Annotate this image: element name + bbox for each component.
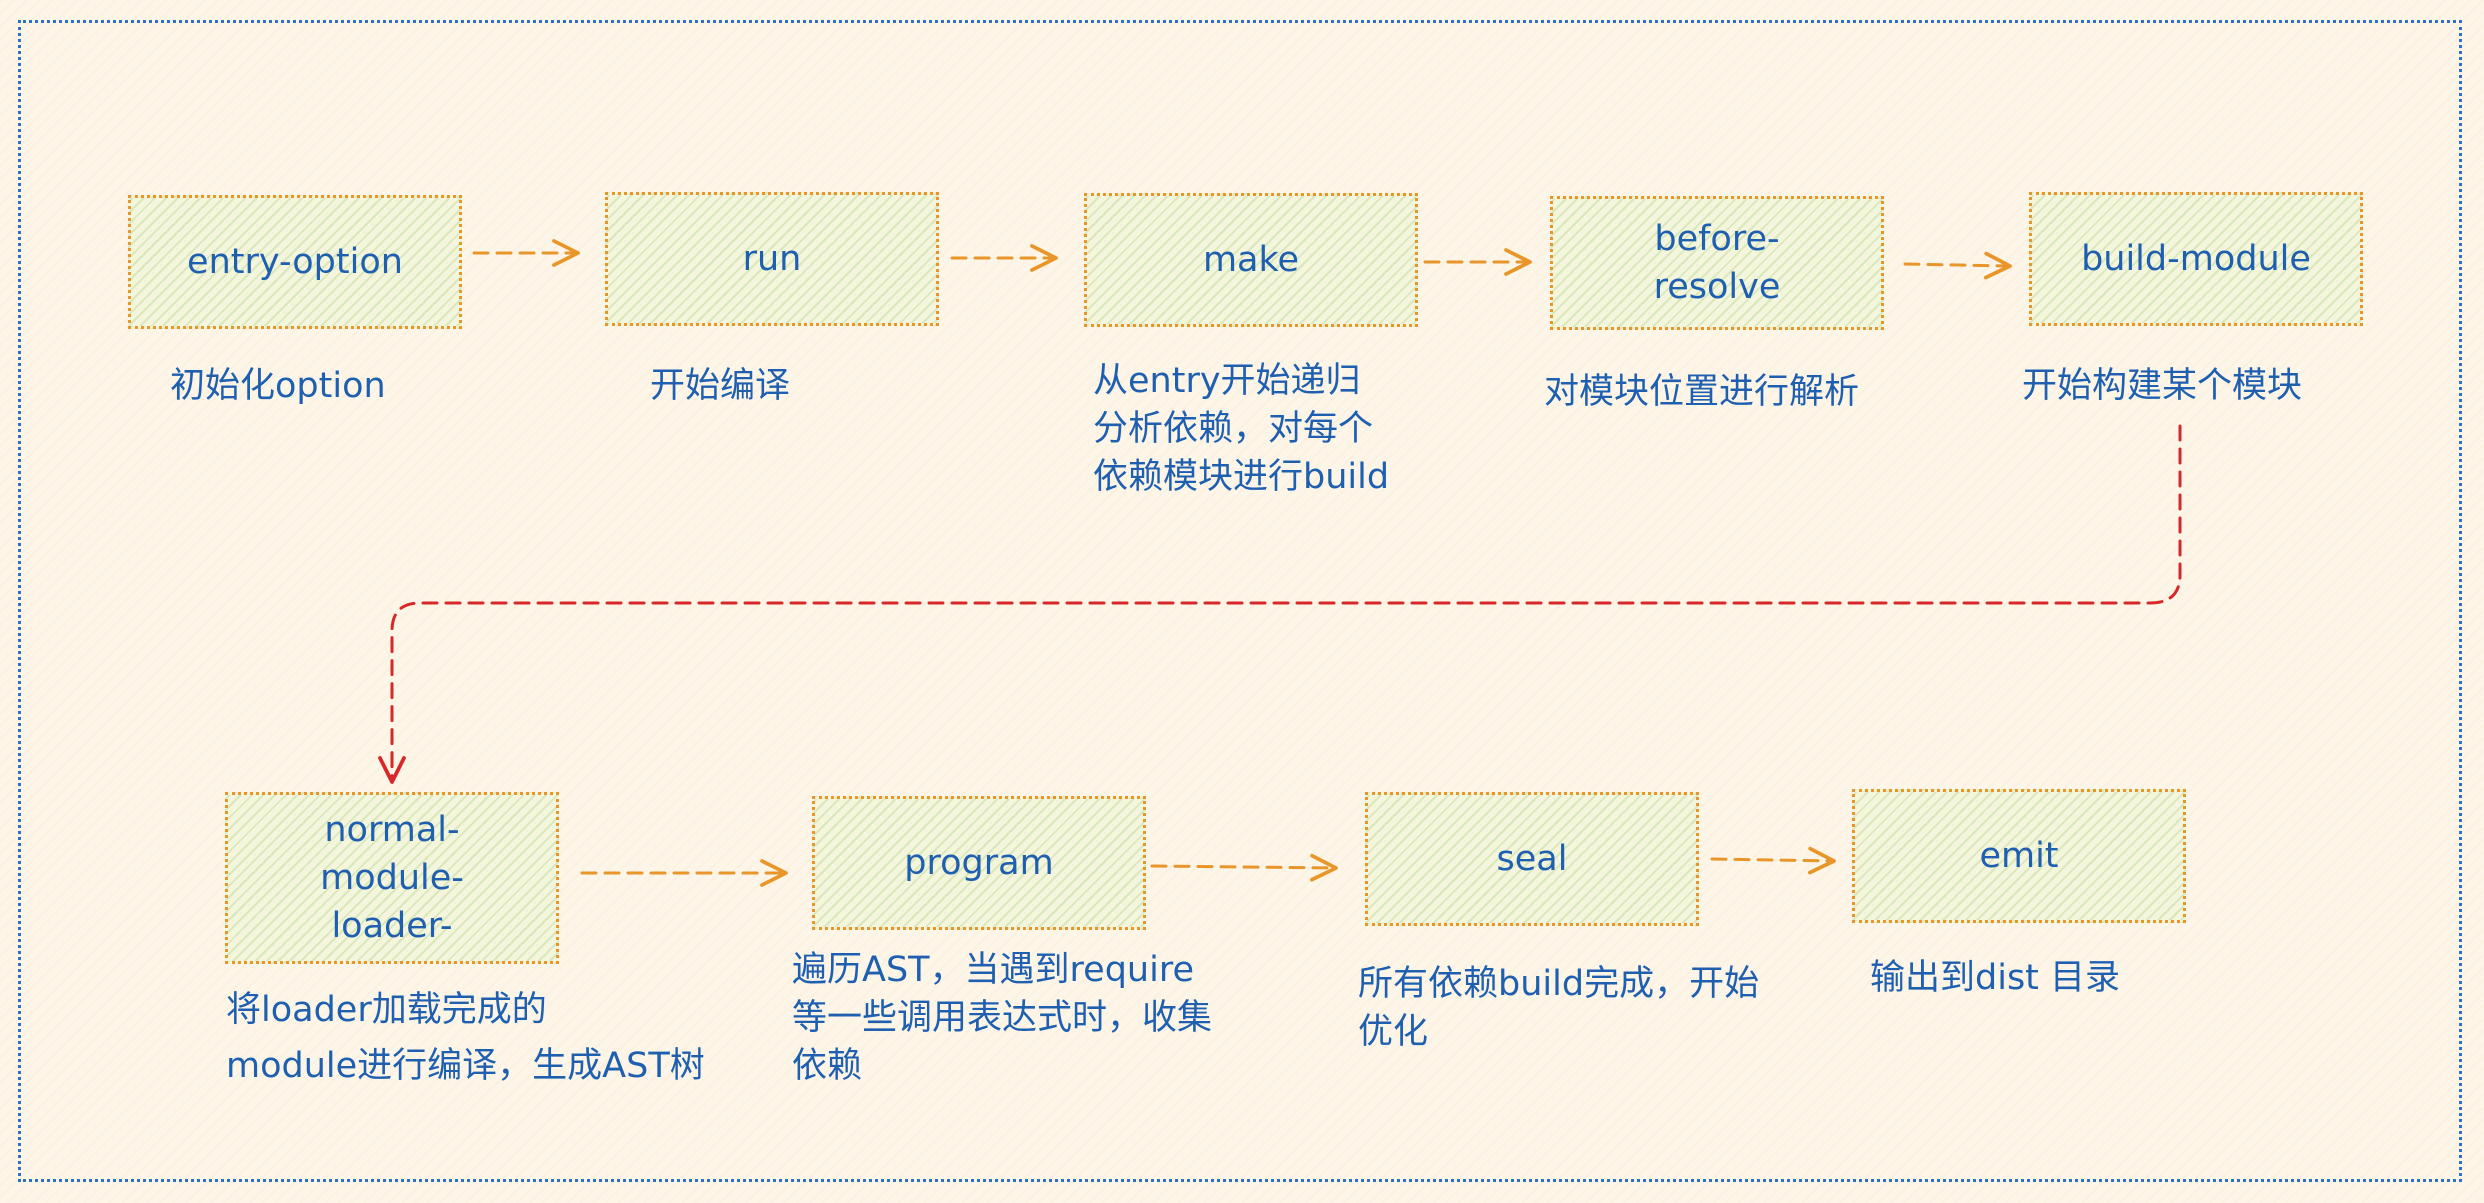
note-line: 分析依赖，对每个 bbox=[1093, 409, 1374, 449]
node-label: before-resolve bbox=[1653, 219, 1781, 307]
node-before-resolve: before-resolve bbox=[1550, 196, 1884, 330]
note-emit: 输出到dist 目录 bbox=[1870, 954, 2120, 1002]
note-line: 遍历AST，当遇到require bbox=[792, 950, 1194, 990]
note-line: 输出到dist 目录 bbox=[1870, 958, 2121, 998]
note-seal: 所有依赖build完成，开始 优化 bbox=[1358, 960, 1759, 1056]
node-seal: seal bbox=[1365, 792, 1699, 926]
arrow-seal-to-emit bbox=[1710, 846, 1836, 875]
note-line: 从entry开始递归 bbox=[1093, 361, 1361, 401]
note-line: 对模块位置进行解析 bbox=[1544, 372, 1860, 412]
note-line: 优化 bbox=[1358, 1012, 1429, 1052]
note-line: 所有依赖build完成，开始 bbox=[1358, 964, 1760, 1004]
node-label: build-module bbox=[2081, 239, 2311, 279]
note-program: 遍历AST，当遇到require 等一些调用表达式时，收集 依赖 bbox=[792, 946, 1212, 1090]
node-entry-option: entry-option bbox=[128, 195, 462, 329]
note-line: module进行编译，生成AST树 bbox=[226, 1046, 705, 1086]
note-line: 将loader加载完成的 bbox=[226, 990, 547, 1030]
note-line: 等一些调用表达式时，收集 bbox=[792, 998, 1213, 1038]
diagram-frame bbox=[18, 20, 2462, 1182]
note-make: 从entry开始递归 分析依赖，对每个 依赖模块进行build bbox=[1093, 357, 1389, 501]
node-emit: emit bbox=[1852, 789, 2186, 923]
arrow-before-resolve-to-build-module bbox=[1903, 251, 2012, 280]
node-normal-module-loader: normal-module-loader- bbox=[225, 792, 559, 964]
node-program: program bbox=[812, 796, 1146, 930]
note-before-resolve: 对模块位置进行解析 bbox=[1544, 368, 1859, 416]
note-line: 初始化option bbox=[170, 366, 386, 406]
node-label: entry-option bbox=[187, 242, 403, 282]
note-run: 开始编译 bbox=[650, 362, 790, 410]
arrow-build-module-to-normal-module-loader bbox=[378, 424, 2182, 784]
node-label: program bbox=[904, 843, 1054, 883]
node-build-module: build-module bbox=[2029, 192, 2363, 326]
node-label: normal-module-loader- bbox=[320, 810, 464, 946]
note-build-module: 开始构建某个模块 bbox=[2022, 362, 2302, 410]
node-label: run bbox=[742, 239, 802, 279]
note-line: 依赖模块进行build bbox=[1093, 457, 1390, 497]
node-label: seal bbox=[1496, 839, 1568, 879]
note-line: 开始构建某个模块 bbox=[2022, 366, 2303, 406]
note-entry-option: 初始化option bbox=[170, 362, 386, 410]
node-run: run bbox=[605, 192, 939, 326]
node-make: make bbox=[1084, 193, 1418, 327]
node-label: emit bbox=[1979, 836, 2059, 876]
note-normal-module-loader: 将loader加载完成的 module进行编译，生成AST树 bbox=[226, 982, 705, 1094]
note-line: 依赖 bbox=[792, 1046, 863, 1086]
arrow-program-to-seal bbox=[1150, 853, 1338, 882]
node-label: make bbox=[1202, 240, 1300, 280]
note-line: 开始编译 bbox=[650, 366, 791, 406]
